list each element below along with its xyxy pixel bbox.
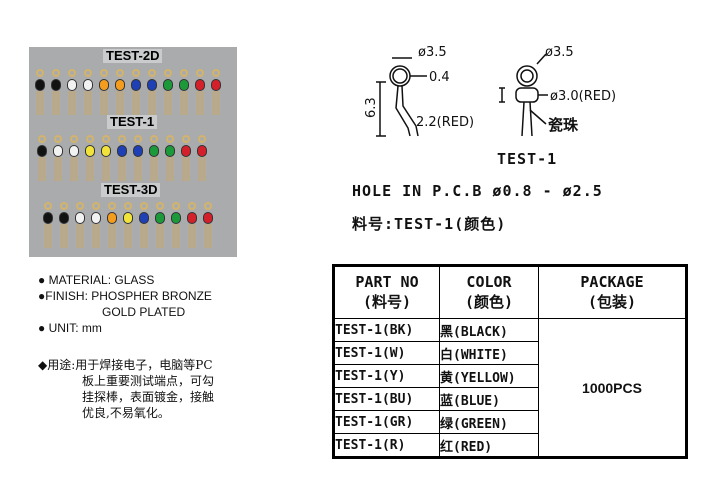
label-test-2d: TEST-2D [103,49,163,63]
table-row: TEST-1(W) 白(WHITE) [333,341,687,365]
test-pin [53,135,63,185]
cell-part: TEST-1(BU) [333,387,440,411]
test-pin [147,69,157,119]
test-pin [155,202,165,252]
test-pin [83,69,93,119]
cell-color: 黄(YELLOW) [439,364,539,388]
usage-line-1: ◆用途:用于焊接电子，电脑等PC [38,358,213,372]
unit-note: ● UNIT: mm [38,321,102,335]
test-pin [203,202,213,252]
test-pin [195,69,205,119]
test-pin [181,135,191,185]
header-part-no: PART NO (料号) [333,265,440,319]
test-pin [43,202,53,252]
test-pin [139,202,149,252]
test-pin [171,202,181,252]
header-part-no-label: PART NO [355,273,419,291]
test-pin [37,135,47,185]
usage-line-3: 挂探棒，表面镀金，接触 [82,390,215,404]
finish-note: ●FINISH: PHOSPHER BRONZE [38,289,212,303]
test-pin [187,202,197,252]
material-note: ● MATERIAL: GLASS [38,273,155,287]
finish-note-2: GOLD PLATED [102,305,186,319]
test-pin [197,135,207,185]
table-row: TEST-1(BU) 蓝(BLUE) [333,387,687,411]
test-pin [117,135,127,185]
header-part-no-cn: (料号) [362,293,412,311]
table-header-row: PART NO (料号) COLOR (颜色) PACKAGE (包装) [333,265,687,319]
label-test-1: TEST-1 [107,115,158,129]
cell-color: 绿(GREEN) [439,410,539,434]
test-pin [91,202,101,252]
test-pin [75,202,85,252]
cell-part: TEST-1(Y) [333,364,440,388]
header-color-cn: (颜色) [464,293,514,311]
cell-part: TEST-1(W) [333,341,440,365]
dim-loop-right: ø3.5 [545,45,574,60]
test-pin [85,135,95,185]
test-pin [131,69,141,119]
test-pin [133,135,143,185]
dim-gap: 2.2(RED) [416,115,474,130]
cell-part: TEST-1(GR) [333,410,440,434]
cell-color: 黑(BLACK) [439,318,539,342]
header-color: COLOR (颜色) [439,265,539,319]
dim-loop-left: ø3.5 [418,45,447,60]
pin-front-view [499,53,548,137]
table-row: TEST-1(R) 红(RED) [333,433,687,458]
test-pin [59,202,69,252]
cell-part: TEST-1(BK) [333,318,440,342]
test-pin [165,135,175,185]
test-pin [179,69,189,119]
cell-part: TEST-1(R) [333,433,440,458]
dimension-drawing: ø3.5 0.4 6.3 2.2(RED) ø3.5 ø3.0(RED) 瓷珠 [364,45,616,137]
test-pin [101,135,111,185]
dim-wire: 0.4 [429,70,450,85]
header-package-cn: (包装) [587,293,637,311]
hole-spec: HOLE IN P.C.B ø0.8 - ø2.5 [352,182,603,200]
cell-color: 蓝(BLUE) [439,387,539,411]
dim-bead: ø3.0(RED) [550,89,616,104]
header-package: PACKAGE (包装) [538,265,687,319]
test-pin [123,202,133,252]
header-color-label: COLOR [466,273,512,291]
label-test-3d: TEST-3D [101,183,161,197]
spec-table: PART NO (料号) COLOR (颜色) PACKAGE (包装) TES… [332,264,688,459]
test-pin [163,69,173,119]
product-photo: TEST-2D TEST-1 TEST-3D [29,47,237,257]
table-row: TEST-1(Y) 黄(YELLOW) [333,364,687,388]
usage-line-2: 板上重要测试端点，可勾 [82,374,215,388]
dim-bead-cn: 瓷珠 [548,116,579,134]
pin-side-view [376,57,427,137]
test-pin [69,135,79,185]
dim-height: 6.3 [364,97,379,118]
test-pin [211,69,221,119]
header-package-label: PACKAGE [580,273,644,291]
test-pin [67,69,77,119]
part-number-format: 料号:TEST-1(颜色) [352,215,507,233]
drawing-caption: TEST-1 [497,150,558,168]
cell-package: 1000PCS [538,318,687,458]
test-pin [149,135,159,185]
test-pin [51,69,61,119]
table-row: TEST-1(BK) 黑(BLACK) 1000PCS [333,318,687,458]
table-row: TEST-1(GR) 绿(GREEN) [333,410,687,434]
test-pin [107,202,117,252]
cell-color: 白(WHITE) [439,341,539,365]
test-pin [35,69,45,119]
usage-line-4: 优良,不易氧化。 [82,406,170,420]
test-pin [99,69,109,119]
cell-color: 红(RED) [439,433,539,458]
test-pin [115,69,125,119]
